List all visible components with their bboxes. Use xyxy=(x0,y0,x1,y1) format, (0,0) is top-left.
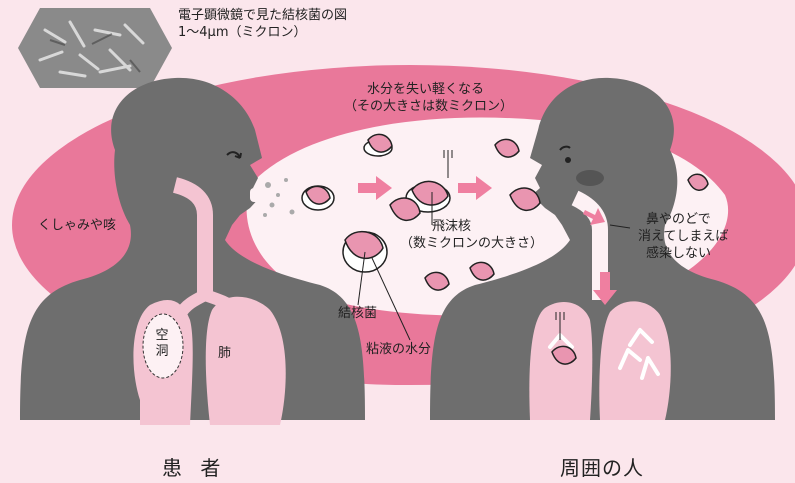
mucus-water-label: 粘液の水分 xyxy=(366,342,431,358)
top-note-line1: 水分を失い軽くなる xyxy=(367,82,484,98)
droplet-nuclei-line2: （数ミクロンの大きさ） xyxy=(400,236,543,252)
cavity-label: 空洞 xyxy=(150,328,174,360)
surrounding-caption: 周囲の人 xyxy=(560,452,644,481)
nose-note-line3: 感染しない xyxy=(646,246,711,262)
lung-label: 肺 xyxy=(218,346,231,362)
micrograph-caption-line2: 1～4μm（ミクロン） xyxy=(178,25,306,41)
sneeze-label: くしゃみや咳 xyxy=(38,218,116,234)
micrograph-caption-line1: 電子顕微鏡で見た結核菌の図 xyxy=(178,8,347,24)
bacteria-label: 結核菌 xyxy=(338,306,377,322)
micrograph-image xyxy=(18,8,172,88)
nose-note-line1: 鼻やのどで xyxy=(646,212,711,228)
top-note-line2: （その大きさは数ミクロン） xyxy=(344,99,513,115)
nose-note-line2: 消えてしまえば xyxy=(638,229,728,245)
droplet-nuclei-line1: 飛沫核 xyxy=(432,219,471,235)
germ-9 xyxy=(302,186,334,210)
germ-6 xyxy=(343,232,387,272)
patient-caption: 患 者 xyxy=(162,452,226,481)
